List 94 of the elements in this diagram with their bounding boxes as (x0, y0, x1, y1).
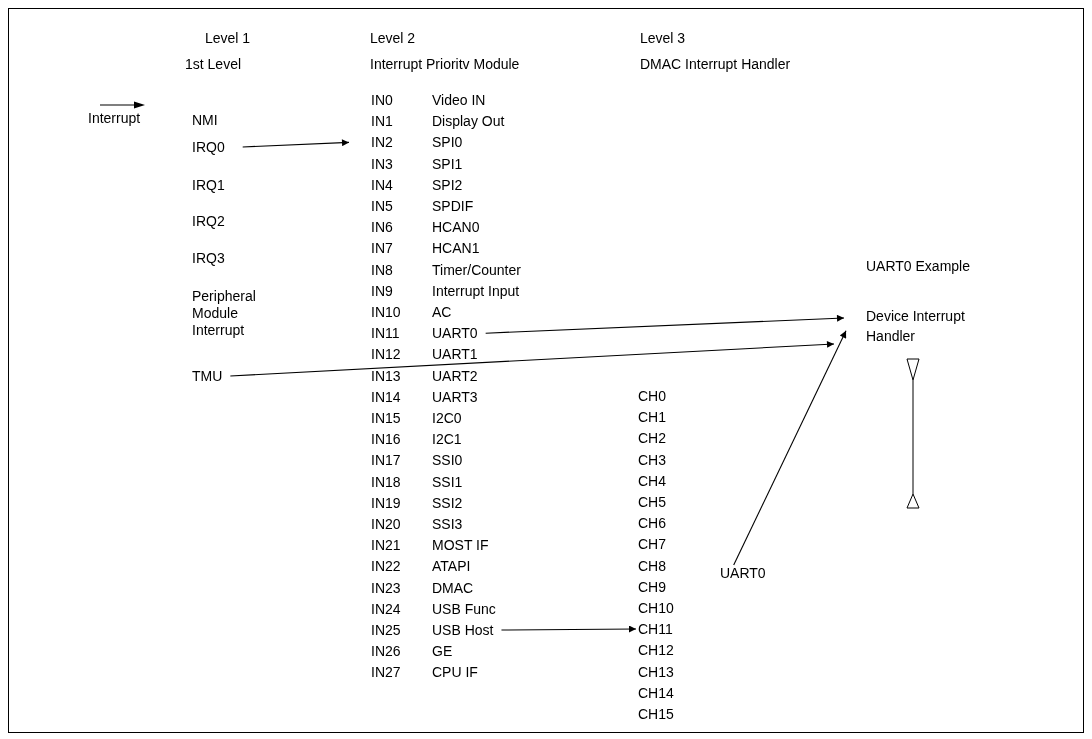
signal-name: IN14 (371, 388, 401, 405)
signal-name: I2C0 (432, 410, 462, 426)
signal-name: IN4 (371, 176, 393, 193)
arrow (229, 340, 835, 377)
signal-name: IN12 (371, 346, 401, 363)
signal-name: GE (432, 643, 453, 660)
signal-name: SPDIF (432, 198, 474, 214)
signal-name: IN6 (371, 219, 393, 236)
signal-name: IRQ3 (192, 250, 225, 266)
signal-name: SSI2 (432, 494, 463, 511)
signal-name: HCAN0 (432, 219, 480, 236)
signal-name: IN21 (371, 537, 401, 554)
arrow (485, 314, 845, 334)
column-heading: Interrupt Prioritv Module (370, 56, 520, 72)
signal-name: IN3 (371, 155, 393, 172)
signal-name: CH2 (638, 430, 666, 447)
signal-name: MOST IF (432, 537, 489, 554)
signal-name: IRQ0 (192, 139, 225, 155)
signal-name: IN13 (371, 367, 401, 384)
signal-name: SPI1 (432, 155, 463, 172)
column-heading: 1st Level (185, 56, 242, 72)
signal-name: CH6 (638, 515, 666, 532)
signal-name: Video IN (432, 92, 486, 108)
signal-name: DMAC (432, 579, 474, 596)
signal-name: Timer/Counter (432, 261, 521, 278)
signal-name: IN24 (371, 600, 401, 617)
signal-name: IN20 (371, 516, 401, 532)
signal-name: SPI2 (432, 176, 463, 193)
signal-name: I2C1 (432, 431, 462, 448)
signal-name: UART0 Example (866, 258, 970, 274)
column-heading: Level 1 (205, 30, 251, 46)
legend-text: Interrupt (88, 110, 141, 126)
column-heading: DMAC Interrupt Handler (640, 56, 791, 72)
signal-name: CH0 (638, 388, 666, 404)
signal-name: CH4 (638, 472, 666, 489)
signal-name: CH13 (638, 663, 674, 680)
signal-name: IN19 (371, 494, 401, 511)
signal-name: CH9 (638, 578, 666, 595)
handler-label: Device Interrupt Handler (866, 306, 996, 346)
signal-name: IN8 (371, 261, 393, 278)
signal-name: CH14 (638, 684, 674, 701)
signal-name: SSI0 (432, 452, 463, 469)
column-heading: Level 3 (640, 30, 686, 46)
signal-name: IRQ2 (192, 213, 225, 229)
signal-name: SPI0 (432, 134, 463, 151)
signal-name: UART2 (432, 367, 478, 384)
arrow (500, 625, 637, 633)
signal-name: IN0 (371, 92, 393, 108)
signal-name: IN16 (371, 431, 401, 448)
column-heading: Level 2 (370, 30, 416, 46)
signal-name: IN17 (371, 452, 401, 469)
signal-name: HCAN1 (432, 240, 480, 257)
signal-name: IN11 (371, 325, 400, 342)
signal-name: ATAPI (432, 558, 471, 575)
signal-name: IN18 (371, 473, 401, 490)
signal-name: CH10 (638, 600, 674, 616)
signal-name: CH11 (638, 621, 673, 637)
signal-name: IN23 (371, 579, 401, 596)
signal-name: UART0 (432, 325, 478, 342)
arrow (733, 330, 847, 566)
signal-name: USB Host (432, 622, 494, 638)
arrow (242, 139, 350, 148)
signal-name: IN7 (371, 240, 393, 257)
signal-name: IN9 (371, 282, 393, 299)
signal-name: UART1 (432, 346, 478, 363)
signal-name: USB Func (432, 600, 496, 617)
signal-name: UART3 (432, 388, 478, 405)
signal-name: SSI3 (432, 516, 463, 532)
signal-name: CH5 (638, 494, 666, 510)
signal-name: Peripheral Module Interrupt (192, 288, 257, 339)
signal-name: Interrupt Input (432, 282, 520, 299)
signal-name: IN25 (371, 622, 401, 638)
signal-name: UART0 (720, 565, 766, 581)
signal-name: CH1 (638, 409, 666, 426)
signal-name: CH8 (638, 557, 666, 574)
signal-name: AC (432, 304, 452, 320)
signal-name: IN27 (371, 664, 401, 681)
signal-name: TMU (192, 368, 223, 384)
signal-name: CH15 (638, 706, 674, 722)
signal-name: IN15 (371, 410, 401, 426)
signal-name: IN26 (371, 643, 401, 660)
signal-name: Display Out (432, 113, 505, 130)
signal-name: SSI1 (432, 473, 463, 490)
signal-name: IN1 (371, 113, 393, 130)
signal-name: CH3 (638, 451, 666, 468)
signal-name: CH7 (638, 536, 666, 553)
signal-name: NMI (192, 112, 218, 128)
signal-name: IN2 (371, 134, 393, 151)
signal-name: IN5 (371, 198, 393, 214)
signal-name: CPU IF (432, 664, 478, 681)
signal-name: IRQ1 (192, 177, 225, 193)
signal-name: IN22 (371, 558, 401, 575)
signal-name: IN10 (371, 304, 401, 320)
signal-name: CH12 (638, 642, 674, 659)
